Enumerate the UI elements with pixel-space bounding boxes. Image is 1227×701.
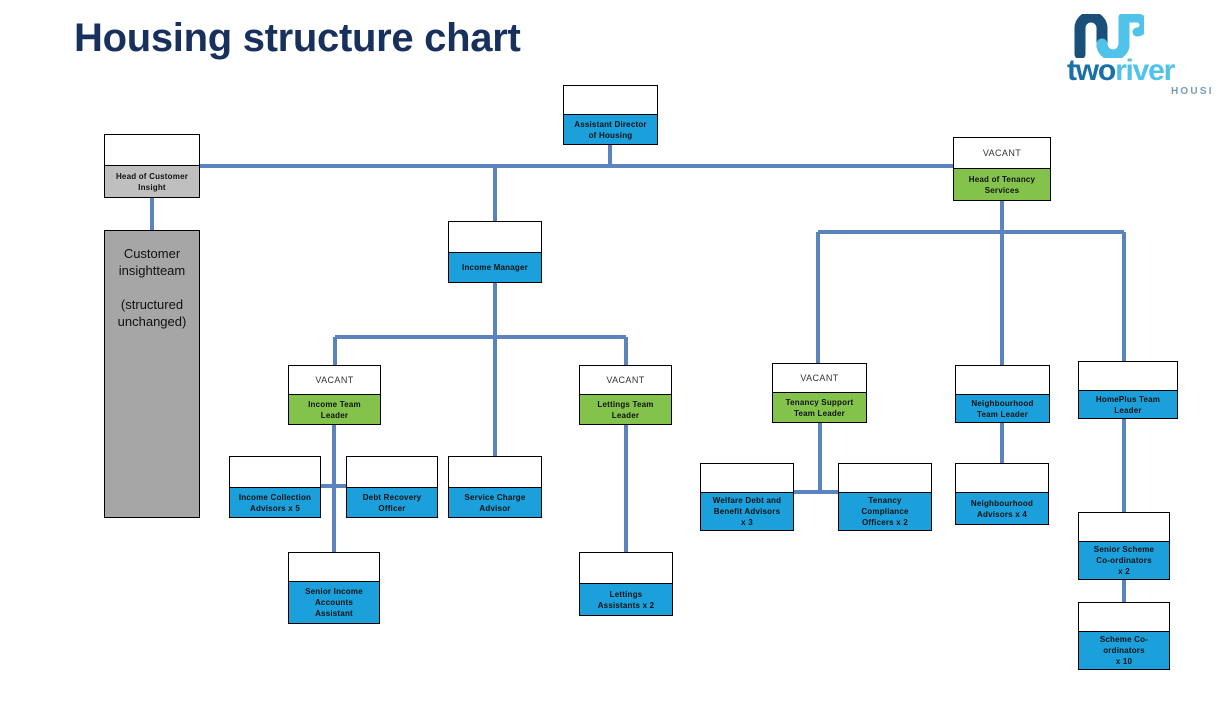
logo-word-two: two xyxy=(1067,54,1116,87)
org-node-income-manager[interactable]: Income Manager xyxy=(448,221,542,283)
logo-wordmark: tworiver xyxy=(1067,54,1175,87)
org-node-title: Income Team Leader xyxy=(289,394,380,424)
connector-neighbourhood-advisors-stem xyxy=(1000,423,1004,463)
org-node-vacant-label xyxy=(1079,513,1169,541)
tworiver-housing-logo: tworiver HOUSI xyxy=(1065,14,1225,98)
org-node-title: Debt Recovery Officer xyxy=(347,487,437,517)
org-node-title: Head of Customer Insight xyxy=(105,165,199,197)
org-node-title: Neighbourhood Team Leader xyxy=(956,394,1049,422)
org-node-title: Tenancy Support Team Leader xyxy=(773,392,866,422)
org-node-lettings-assistants[interactable]: Lettings Assistants x 2 xyxy=(579,552,673,616)
logo-subtitle: HOUSI xyxy=(1171,86,1214,97)
org-node-vacant-label: VACANT xyxy=(773,364,866,392)
org-node-tenancy-compliance-officers[interactable]: Tenancy Compliance Officers x 2 xyxy=(838,463,932,531)
tworiver-mark-icon xyxy=(1074,14,1144,58)
connector-tenancy-support-stem xyxy=(816,232,820,363)
org-node-vacant-label xyxy=(230,457,320,487)
org-node-neighbourhood-advisors[interactable]: Neighbourhood Advisors x 4 xyxy=(955,463,1049,525)
org-node-scheme-co-ordinators[interactable]: Scheme Co- ordinators x 10 xyxy=(1078,602,1170,670)
org-node-vacant-label xyxy=(580,553,672,583)
org-node-senior-income-accounts-assistant[interactable]: Senior Income Accounts Assistant xyxy=(288,552,380,624)
org-node-service-charge-advisor[interactable]: Service Charge Advisor xyxy=(448,456,542,518)
org-node-vacant-label xyxy=(701,464,793,492)
org-node-title: Senior Scheme Co-ordinators x 2 xyxy=(1079,541,1169,579)
org-node-title: Welfare Debt and Benefit Advisors x 3 xyxy=(701,492,793,530)
org-node-title: Service Charge Advisor xyxy=(449,487,541,517)
org-node-debt-recovery-officer[interactable]: Debt Recovery Officer xyxy=(346,456,438,518)
connector-senior-scheme-stem xyxy=(1122,419,1126,512)
org-node-vacant-label xyxy=(449,222,541,252)
org-node-title: Lettings Team Leader xyxy=(580,394,671,424)
connector-tenancy-support-drop xyxy=(818,423,822,492)
org-node-vacant-label xyxy=(449,457,541,487)
org-node-title: Tenancy Compliance Officers x 2 xyxy=(839,492,931,530)
org-node-vacant-label xyxy=(1079,362,1177,390)
connector-scheme-coordinators-stem xyxy=(1122,580,1126,602)
connector-tenancy-branch-bus xyxy=(818,230,1124,234)
page-title: Housing structure chart xyxy=(74,16,521,60)
org-node-vacant-label xyxy=(839,464,931,492)
connector-assistant-director-stem xyxy=(608,145,612,166)
org-node-vacant-label xyxy=(1079,603,1169,631)
org-node-vacant-label xyxy=(347,457,437,487)
org-node-welfare-debt-and-benefit-advisors[interactable]: Welfare Debt and Benefit Advisors x 3 xyxy=(700,463,794,531)
org-node-title: Lettings Assistants x 2 xyxy=(580,583,672,615)
org-node-neighbourhood-team-leader[interactable]: Neighbourhood Team Leader xyxy=(955,365,1050,423)
org-node-head-of-customer-insight[interactable]: Head of Customer Insight xyxy=(104,134,200,198)
org-node-title: Income Collection Advisors x 5 xyxy=(230,487,320,517)
org-node-homeplus-team-leader[interactable]: HomePlus Team Leader xyxy=(1078,361,1178,419)
connector-service-charge-advisor-stem xyxy=(493,337,497,456)
org-node-title: Assistant Director of Housing xyxy=(564,114,657,144)
connector-income-manager-drop xyxy=(493,283,497,337)
connector-customer-insight-stem xyxy=(150,198,154,230)
org-node-vacant-label xyxy=(564,86,657,114)
connector-income-team-leader-stem xyxy=(333,337,337,365)
connector-senior-income-accounts-stem xyxy=(332,486,336,552)
org-node-title: HomePlus Team Leader xyxy=(1079,390,1177,418)
org-node-vacant-label xyxy=(956,464,1048,492)
org-node-title: Head of Tenancy Services xyxy=(954,168,1050,200)
connector-tenancy-services-drop xyxy=(1000,201,1004,232)
connector-lettings-team-leader-stem xyxy=(624,337,628,365)
org-node-title: Income Manager xyxy=(449,252,541,282)
org-node-vacant-label xyxy=(289,553,379,581)
org-node-senior-scheme-co-ordinators[interactable]: Senior Scheme Co-ordinators x 2 xyxy=(1078,512,1170,580)
connector-top-bus xyxy=(200,164,953,168)
org-node-title: Scheme Co- ordinators x 10 xyxy=(1079,631,1169,669)
org-node-vacant-label xyxy=(956,366,1049,394)
org-node-assistant-director-of-housing[interactable]: Assistant Director of Housing xyxy=(563,85,658,145)
org-node-vacant-label: VACANT xyxy=(289,366,380,394)
org-node-vacant-label: VACANT xyxy=(580,366,671,394)
org-node-vacant-label xyxy=(105,135,199,165)
connector-tenancy-support-sub-bus xyxy=(747,490,885,494)
connector-lettings-assistants-stem xyxy=(624,425,628,552)
logo-word-river: river xyxy=(1115,54,1175,87)
org-node-vacant-label: VACANT xyxy=(954,138,1050,168)
connector-neighbourhood-team-leader-stem xyxy=(1000,232,1004,365)
org-node-title: Neighbourhood Advisors x 4 xyxy=(956,492,1048,524)
connector-income-manager-stem xyxy=(493,166,497,221)
connector-income-branch-bus xyxy=(335,335,626,339)
org-panel-customer-insight-team-panel: Customer insightteam (structured unchang… xyxy=(104,230,200,518)
org-node-title: Senior Income Accounts Assistant xyxy=(289,581,379,623)
connector-homeplus-team-leader-stem xyxy=(1122,232,1126,361)
org-node-income-collection-advisors[interactable]: Income Collection Advisors x 5 xyxy=(229,456,321,518)
